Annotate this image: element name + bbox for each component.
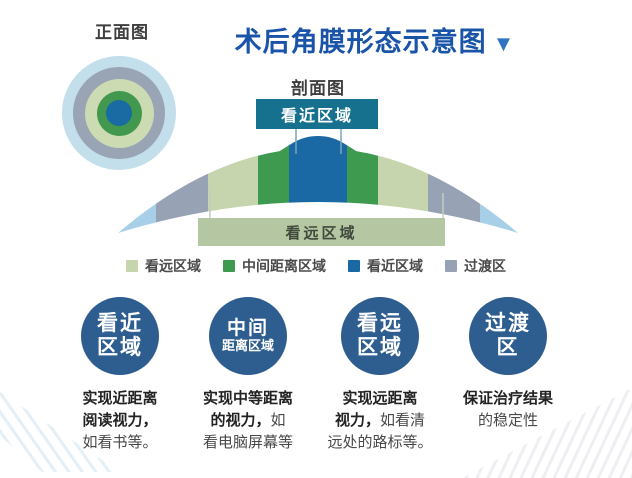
far-zone-badge-line1: 看远 <box>357 311 403 335</box>
near-zone-description: 实现近距离 阅读视力， 如看书等。 <box>82 390 158 451</box>
zone-card-far: 看远 区域 实现远距离 视力，如看清 远处的路标等。 <box>314 297 446 454</box>
legend: 看远区域 中间距离区域 看近区域 过渡区 <box>0 256 632 276</box>
near-zone-badge-line2: 区域 <box>97 336 143 359</box>
cornea-front-view-transition-ring <box>73 67 165 159</box>
cornea-front-view-near-center <box>106 100 132 126</box>
legend-item-mid: 中间距离区域 <box>223 256 326 276</box>
transition-zone-badge-line2: 区 <box>496 336 520 359</box>
legend-item-far: 看远区域 <box>126 256 201 276</box>
zone-slice-tip-left <box>118 136 156 233</box>
mid-zone-badge-line1: 中间 <box>226 317 269 339</box>
zone-card-near: 看近 区域 实现近距离 阅读视力， 如看书等。 <box>54 297 186 454</box>
page-title-text: 术后角膜形态示意图 <box>234 27 487 57</box>
cornea-front-view-outer-ring <box>62 56 176 170</box>
transition-zone-swatch-icon <box>445 260 457 272</box>
mid-zone-swatch-icon <box>223 260 235 272</box>
mid-zone-description: 实现中等距离 的视力，如 看电脑屏幕等 <box>202 390 293 451</box>
transition-zone-description: 保证治疗结果 的稳定性 <box>462 390 553 429</box>
transition-zone-badge: 过渡 区 <box>469 297 547 375</box>
near-zone-badge: 看近 区域 <box>81 297 159 375</box>
transition-zone-badge-line1: 过渡 <box>485 311 531 335</box>
mid-zone-badge-line2: 距离区域 <box>221 338 274 354</box>
near-zone-badge-line1: 看近 <box>97 311 143 335</box>
legend-label-transition: 过渡区 <box>464 258 506 274</box>
cornea-front-view-mid-ring <box>96 90 142 136</box>
legend-label-far: 看远区域 <box>145 258 201 274</box>
page-title: 术后角膜形态示意图▼ <box>190 20 560 59</box>
near-zone-swatch-icon <box>348 260 360 272</box>
zone-card-mid: 中间 距离区域 实现中等距离 的视力，如 看电脑屏幕等 <box>182 297 314 454</box>
legend-item-near: 看近区域 <box>348 256 423 276</box>
front-view-label: 正面图 <box>95 23 149 42</box>
far-zone-badge: 看远 区域 <box>341 297 419 375</box>
far-zone-swatch-icon <box>126 260 138 272</box>
legend-label-near: 看近区域 <box>367 258 423 274</box>
far-zone-badge-line2: 区域 <box>357 336 403 359</box>
far-zone-description: 实现远距离 视力，如看清 远处的路标等。 <box>327 390 433 451</box>
near-zone-callout: 看近区域 <box>256 99 378 129</box>
far-zone-callout: 看远区域 <box>198 218 445 246</box>
cross-section-label: 剖面图 <box>291 79 345 98</box>
cornea-front-view-far-ring <box>84 78 154 148</box>
mid-zone-badge: 中间 距离区域 <box>209 297 287 375</box>
title-down-arrow-icon: ▼ <box>492 31 516 56</box>
zone-slice-tip-right <box>480 136 518 233</box>
legend-item-transition: 过渡区 <box>445 256 506 276</box>
zone-card-transition: 过渡 区 保证治疗结果 的稳定性 <box>442 297 574 432</box>
legend-label-mid: 中间距离区域 <box>242 258 326 274</box>
